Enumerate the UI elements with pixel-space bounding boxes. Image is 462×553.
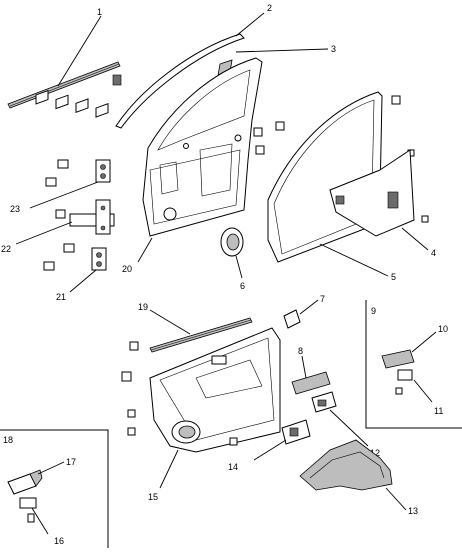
inset-9-label: 9	[371, 306, 376, 316]
callout-17: 17	[66, 457, 76, 467]
callout-3: 3	[331, 44, 336, 54]
part-1-door-glass-weatherstrip: 1	[7, 7, 122, 118]
check-bolt	[55, 209, 66, 219]
inset-18-label: 18	[3, 435, 13, 445]
callout-20: 20	[122, 264, 132, 274]
callout-22: 22	[1, 244, 11, 254]
part-4-service-hole-cover: 4	[329, 149, 436, 258]
inset-9: 9 10 11	[365, 300, 462, 429]
part-13-door-pocket: 13	[299, 439, 418, 516]
part-23-upper-hinge: 23	[10, 159, 111, 214]
hinge-bolt	[57, 159, 69, 169]
callout-19: 19	[138, 302, 148, 312]
callout-8: 8	[298, 346, 303, 356]
hinge-bolt	[45, 177, 57, 187]
part-21-lower-hinge: 21	[43, 243, 107, 302]
callout-7: 7	[320, 294, 325, 304]
callout-13: 13	[408, 506, 418, 516]
part-22-door-check: 22	[1, 199, 115, 254]
part-2-door-sash-molding: 2	[115, 3, 272, 129]
part-20-front-door-panel: 20	[122, 57, 263, 274]
callout-14: 14	[228, 462, 238, 472]
callout-11: 11	[434, 406, 443, 416]
part-8-inner-door-handle: 8	[291, 346, 331, 395]
part-12-door-lock-assembly: 12	[311, 391, 380, 458]
part-16-handle-screw: 16	[19, 497, 64, 546]
callout-15: 15	[148, 492, 158, 502]
part-17-handle-bezel: 17	[7, 457, 76, 495]
callout-2: 2	[267, 3, 272, 13]
part-14-power-window-switch: 14	[228, 419, 311, 472]
hinge-bolt	[43, 261, 55, 271]
part-6-door-speaker: 6	[220, 227, 245, 291]
callout-1: 1	[97, 7, 102, 17]
part-15-door-trim-panel: 15	[148, 327, 281, 502]
hinge-bolt	[63, 243, 75, 253]
callout-16: 16	[54, 536, 64, 546]
part-19-inner-glass-weatherstrip: 19	[138, 302, 253, 353]
callout-23: 23	[10, 204, 20, 214]
part-7-trim-clip: 7	[283, 294, 325, 329]
callout-21: 21	[56, 292, 66, 302]
trim-clips	[121, 341, 238, 446]
callout-6: 6	[240, 281, 245, 291]
callout-10: 10	[438, 324, 448, 334]
callout-5: 5	[391, 272, 396, 282]
part-11-handle-screw: 11	[395, 369, 443, 416]
part-10-handle-bezel: 10	[381, 324, 448, 369]
callout-12: 12	[370, 448, 380, 458]
weatherstrip-clips	[35, 74, 122, 118]
inset-18: 18 17 16	[0, 429, 109, 548]
callout-4: 4	[431, 248, 436, 258]
